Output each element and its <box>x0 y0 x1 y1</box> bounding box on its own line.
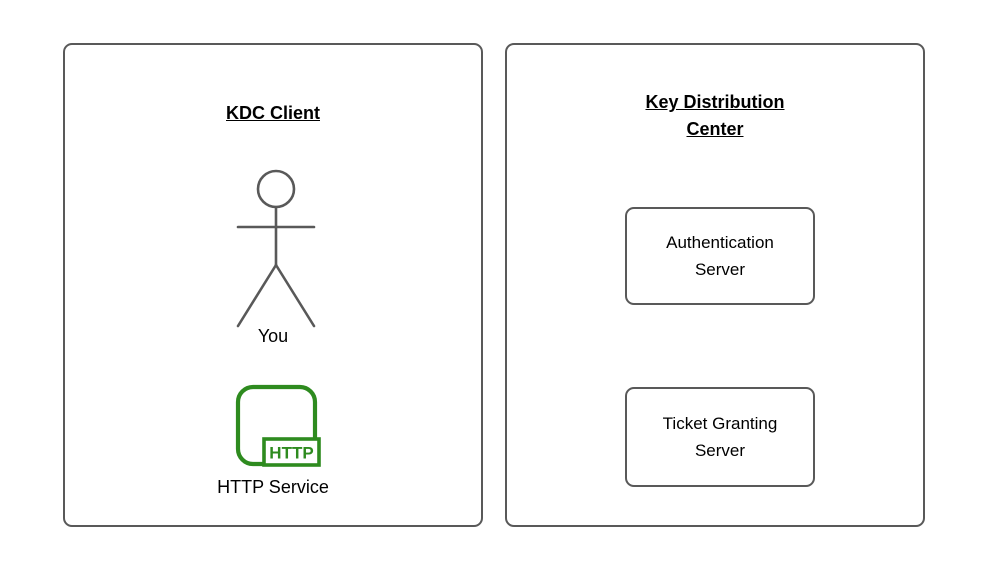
kdc-client-title: KDC Client <box>226 103 320 123</box>
key-distribution-center-panel: Key Distribution Center Authentication S… <box>505 43 925 527</box>
authentication-server-node: Authentication Server <box>625 207 815 305</box>
ticket-granting-server-label: Ticket Granting Server <box>662 414 778 460</box>
actor-label: You <box>257 326 289 346</box>
kdc-client-panel: KDC Client You HTTP HTTP Service <box>63 43 483 527</box>
authentication-server-label: Authentication Server <box>666 233 774 279</box>
http-badge-text: HTTP <box>269 444 313 463</box>
http-service-icon: HTTP <box>235 384 321 467</box>
key-distribution-center-title: Key Distribution Center <box>645 92 785 139</box>
ticket-granting-server-node: Ticket Granting Server <box>625 387 815 487</box>
http-service-label: HTTP Service <box>217 477 329 497</box>
actor-icon <box>236 169 316 328</box>
